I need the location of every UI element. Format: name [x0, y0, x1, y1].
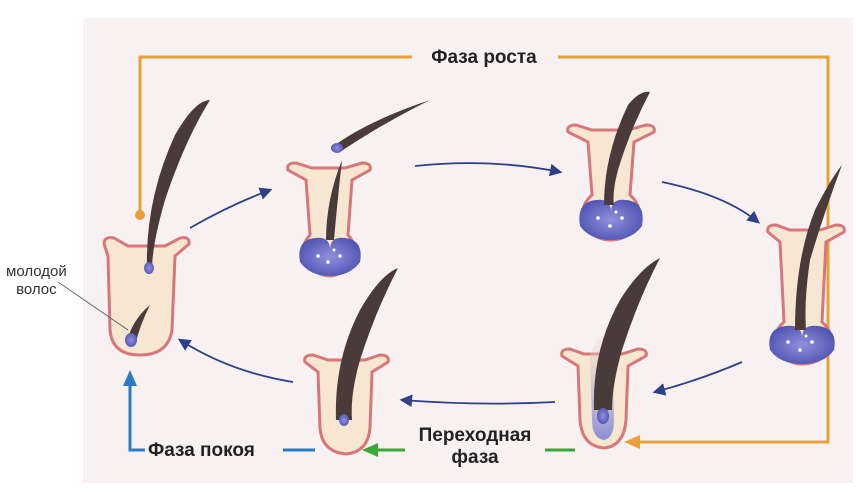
young-hair-line2: волос [6, 281, 67, 299]
background-panel [83, 18, 853, 483]
young-hair-line1: молодой [6, 263, 67, 281]
rest-phase-label: Фаза покоя [148, 440, 255, 462]
young-hair-label: молодой волос [6, 263, 67, 299]
transition-phase-line2: фаза [402, 447, 548, 469]
transition-phase-label: Переходная фаза [402, 425, 548, 469]
growth-phase-label: Фаза роста [0, 47, 856, 69]
transition-phase-line1: Переходная [402, 425, 548, 447]
